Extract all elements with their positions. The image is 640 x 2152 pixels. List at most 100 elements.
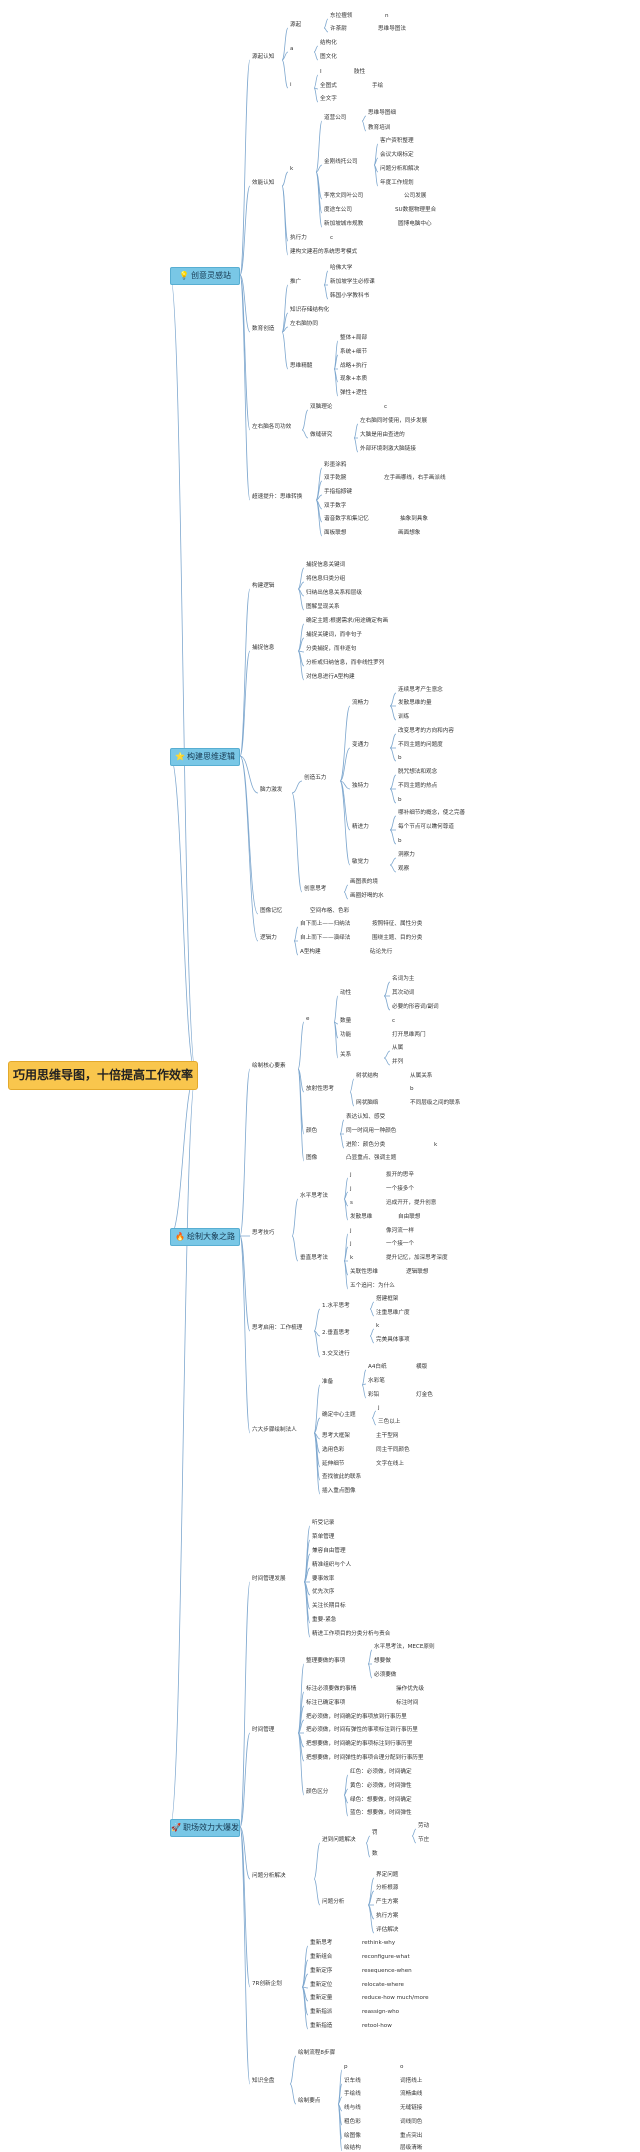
topic-node[interactable]: 哈佛大学 xyxy=(330,265,353,271)
topic-node[interactable]: 准备 xyxy=(322,1379,334,1385)
topic-node[interactable]: 2.垂直思考 xyxy=(322,1330,350,1336)
topic-node[interactable]: resequence-when xyxy=(362,1968,412,1974)
topic-node[interactable]: 操作优先级 xyxy=(396,1686,424,1692)
topic-node[interactable]: 画面想象 xyxy=(398,530,421,536)
topic-node[interactable]: 做缝研究 xyxy=(310,432,333,438)
topic-node[interactable]: I xyxy=(320,69,322,75)
topic-node[interactable]: 左手画哪线，右手画派线 xyxy=(384,475,446,481)
topic-node[interactable]: reduce-how much/more xyxy=(362,1995,429,2001)
topic-node[interactable]: 垂直思考法 xyxy=(300,1255,328,1261)
topic-node[interactable]: 捕捉信息关键词 xyxy=(306,562,346,568)
topic-node[interactable]: 归纳出信息关系和层级 xyxy=(306,590,362,596)
topic-node[interactable]: 水平思考法 xyxy=(300,1193,328,1199)
topic-node[interactable]: 会议大纲标定 xyxy=(380,152,414,158)
topic-node[interactable]: 捕捉信息 xyxy=(252,645,275,651)
topic-node[interactable]: 把想要做，时间弹性的事项合理分配到行事历里 xyxy=(306,1755,424,1761)
topic-node[interactable]: 彩铅 xyxy=(368,1392,380,1398)
topic-node[interactable]: 数量 xyxy=(340,1018,352,1024)
topic-node[interactable]: 变通力 xyxy=(352,742,369,748)
topic-node[interactable]: 识车线 xyxy=(344,2078,361,2084)
topic-node[interactable]: 图文化 xyxy=(320,54,337,60)
topic-node[interactable]: 重新思考 xyxy=(310,1940,333,1946)
topic-node[interactable]: 大脑是用由查进的 xyxy=(360,432,405,438)
topic-node[interactable]: 自上而下——演绎法 xyxy=(300,935,351,941)
topic-node[interactable]: 打开思维两门 xyxy=(392,1032,426,1038)
topic-node[interactable]: 罚 xyxy=(372,1830,378,1836)
topic-node[interactable]: 整体+局部 xyxy=(340,335,368,341)
topic-node[interactable]: 按照特征、属性分类 xyxy=(372,921,423,927)
topic-node[interactable]: 系统+细节 xyxy=(340,349,368,355)
topic-node[interactable]: 把必须做，时间确定的事项放到行事历里 xyxy=(306,1714,407,1720)
topic-node[interactable]: 思维导图细 xyxy=(368,110,396,116)
topic-node[interactable]: 度途车公司 xyxy=(324,207,352,213)
topic-node[interactable]: 同主干同颜色 xyxy=(376,1447,410,1453)
topic-node[interactable]: 画圈好喝的水 xyxy=(350,893,384,899)
topic-node[interactable]: 延伸细节 xyxy=(322,1461,345,1467)
topic-node[interactable]: 砧论先行 xyxy=(370,949,393,955)
topic-node[interactable]: p xyxy=(344,2064,348,2070)
topic-node[interactable]: j xyxy=(378,1405,380,1411)
topic-node[interactable]: 扳开的思辛 xyxy=(386,1172,414,1178)
topic-node[interactable]: 不同层级之间的联系 xyxy=(410,1100,461,1106)
topic-node[interactable]: c xyxy=(330,235,334,241)
topic-node[interactable]: 关联性思维 xyxy=(350,1269,378,1275)
topic-node[interactable]: 双脑理论 xyxy=(310,404,333,410)
topic-node[interactable]: reassign-who xyxy=(362,2009,400,2015)
topic-node[interactable]: 知识存储结构化 xyxy=(290,307,330,313)
topic-node[interactable]: 重点突出 xyxy=(400,2133,423,2139)
topic-node[interactable]: 水彩笔 xyxy=(368,1378,385,1384)
topic-node[interactable]: 创意思考 xyxy=(304,886,327,892)
topic-node[interactable]: 左右脑同时使用，同步发展 xyxy=(360,418,428,424)
topic-node[interactable]: 把想要做，时间确定的事项标注到行事历里 xyxy=(306,1741,413,1747)
topic-node[interactable]: retool-how xyxy=(362,2023,392,2029)
topic-node[interactable]: 哪补细节的概念，使之完善 xyxy=(398,810,466,816)
topic-node[interactable]: 颜色区分 xyxy=(306,1789,329,1795)
topic-node[interactable]: 其次动词 xyxy=(392,990,415,996)
topic-node[interactable]: 重新定量 xyxy=(310,1995,333,2001)
topic-node[interactable]: 绘制流程8步骤 xyxy=(298,2050,336,2056)
topic-node[interactable]: 标注已确定事项 xyxy=(306,1700,346,1706)
topic-node[interactable]: k xyxy=(350,1255,354,1261)
topic-node[interactable]: 并列 xyxy=(392,1059,404,1065)
topic-node[interactable]: 战略+执行 xyxy=(340,363,368,369)
topic-node[interactable]: 树状结构 xyxy=(356,1073,379,1079)
topic-node[interactable]: 7R创新企划 xyxy=(252,1981,282,1987)
topic-node[interactable]: 超速提升：思维转换 xyxy=(252,494,303,500)
topic-node[interactable]: 思考大框架 xyxy=(322,1433,350,1439)
topic-node[interactable]: 效能认知 xyxy=(252,180,275,186)
topic-node[interactable]: 重要-紧急 xyxy=(312,1617,337,1623)
topic-node[interactable]: k xyxy=(434,1142,438,1148)
topic-node[interactable]: 东拉擅领 xyxy=(330,13,353,19)
topic-node[interactable]: 分析根源 xyxy=(376,1885,399,1891)
topic-node[interactable]: 进阶：颜色分类 xyxy=(346,1142,386,1148)
topic-node[interactable]: 图像 xyxy=(306,1155,318,1161)
topic-node[interactable]: 改变思考的方向和内容 xyxy=(398,728,454,734)
topic-node[interactable]: j xyxy=(350,1186,352,1192)
topic-node[interactable]: 逻辑力 xyxy=(260,935,277,941)
topic-node[interactable]: 道营公司 xyxy=(324,115,347,121)
topic-node[interactable]: 黄色：必须做，时间弹性 xyxy=(350,1783,412,1789)
topic-node[interactable]: 自下而上——归纳法 xyxy=(300,921,351,927)
topic-node[interactable]: 面板联想 xyxy=(324,530,347,536)
topic-node[interactable]: 训练 xyxy=(398,714,410,720)
topic-node[interactable]: 空间布格、色彩 xyxy=(310,908,350,914)
topic-node[interactable]: 双手乾腕 xyxy=(324,475,347,481)
topic-node[interactable]: 标注时间 xyxy=(396,1700,419,1706)
topic-node[interactable]: reconfigure-what xyxy=(362,1954,410,1960)
topic-node[interactable]: 完美具体事项 xyxy=(376,1337,410,1343)
topic-node[interactable]: 网状脑络 xyxy=(356,1100,379,1106)
topic-node[interactable]: 谐音数字和集记忆 xyxy=(324,516,369,522)
topic-node[interactable]: 知识全盘 xyxy=(252,2078,275,2084)
topic-node[interactable]: 流畅曲线 xyxy=(400,2091,423,2097)
topic-node[interactable]: 思维导图法 xyxy=(378,26,406,32)
topic-node[interactable]: 韩国小学教科书 xyxy=(330,293,370,299)
root-topic[interactable]: 巧用思维导图，十倍提高工作效率 xyxy=(8,1061,198,1090)
topic-node[interactable]: 画图表的境 xyxy=(350,879,378,885)
topic-node[interactable]: 脱咒想法和观念 xyxy=(398,769,438,775)
topic-node[interactable]: 年度工作规划 xyxy=(380,180,414,186)
topic-node[interactable]: 必要的形容词/副词 xyxy=(392,1004,439,1010)
topic-node[interactable]: 兼容自由管理 xyxy=(312,1548,346,1554)
branch-topic-2[interactable]: ⭐构建思维逻辑 xyxy=(170,748,240,766)
topic-node[interactable]: k xyxy=(290,166,294,172)
topic-node[interactable]: b xyxy=(398,755,402,761)
